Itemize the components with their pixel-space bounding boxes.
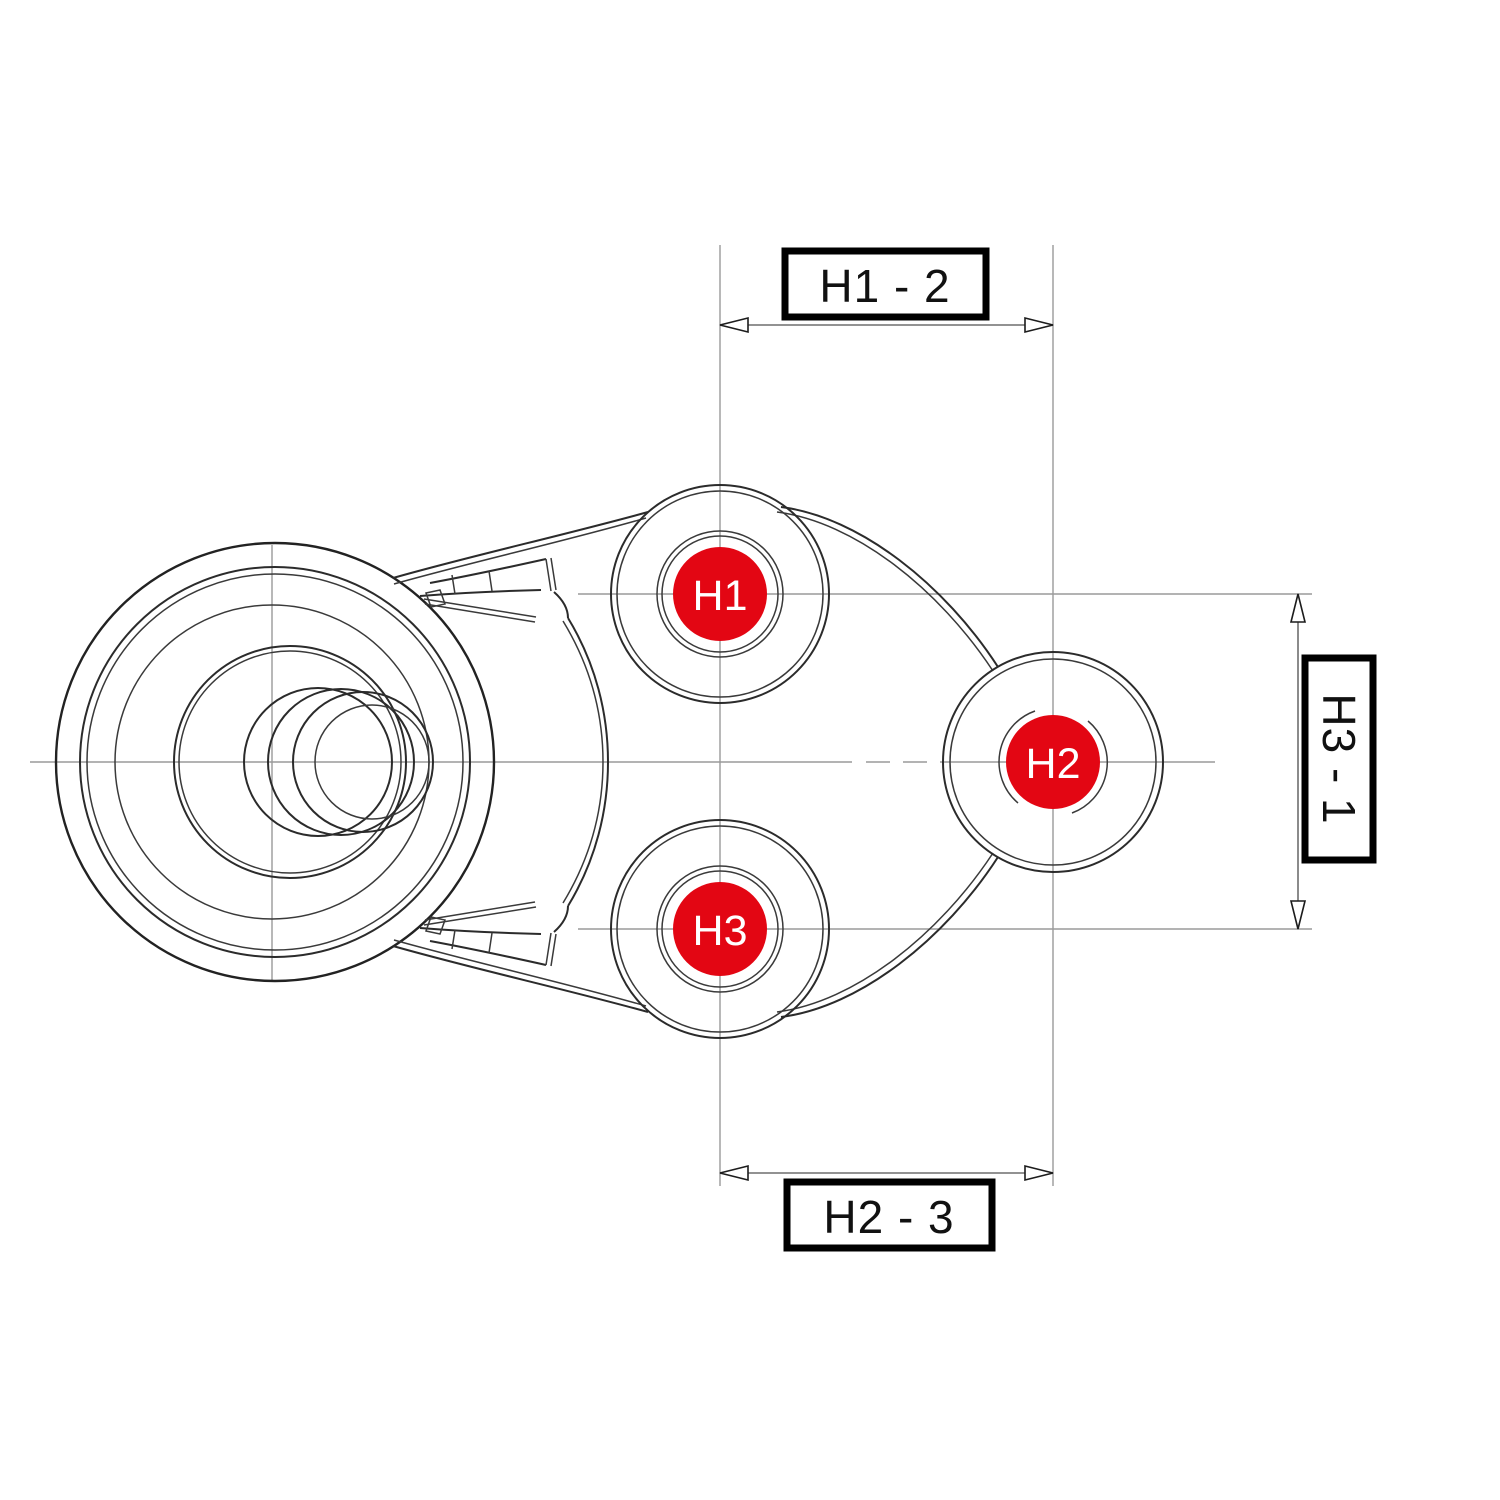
hole-marker-h2: H2 xyxy=(1006,715,1100,809)
dim-label-right: H3 - 1 xyxy=(1313,693,1365,824)
dim-label-bottom: H2 - 3 xyxy=(823,1191,954,1243)
dim-arrow-top-left xyxy=(719,316,749,334)
bottom-clamp-band-segments xyxy=(451,929,493,954)
housing-seat-ring-inner xyxy=(178,650,402,874)
stud-circle-2 xyxy=(267,688,415,836)
dim-arrow-bottom-left xyxy=(719,1164,749,1182)
plate-bottom-edge-inner xyxy=(776,852,994,1013)
plate-left-concave-edge-inner xyxy=(562,620,604,904)
centerlines xyxy=(30,245,1312,1186)
hole-marker-h3-circle xyxy=(673,882,767,976)
hole-marker-h1: H1 xyxy=(673,547,767,641)
housing-ring-inner xyxy=(86,573,464,951)
hole-marker-h1-circle xyxy=(673,547,767,641)
bottom-clamp-diagonal-edge xyxy=(423,901,537,926)
neck-top-silhouette-inner xyxy=(393,517,647,585)
dim-box-bottom xyxy=(783,1178,996,1252)
top-clamp-band-segments xyxy=(451,570,493,595)
hole-h1-ring-inner xyxy=(661,535,779,653)
hole-h1-ring-outer xyxy=(656,530,784,658)
top-clamp-junction xyxy=(425,589,446,608)
dim-arrow-right-up xyxy=(1289,593,1307,623)
bottom-hook-curve xyxy=(553,905,569,933)
flange-plate xyxy=(562,484,1164,1039)
bottom-clamp-band-end-cap xyxy=(545,932,557,967)
plate-top-edge-inner xyxy=(776,511,994,672)
top-clamp-band-lower-edge xyxy=(419,589,542,597)
neck-and-clamps xyxy=(392,511,649,1013)
neck-bottom-silhouette-inner xyxy=(393,939,647,1007)
stud-circle-3 xyxy=(292,691,434,833)
stud-circle-1 xyxy=(243,687,393,837)
housing-seat-ring-outer xyxy=(173,645,407,879)
housing xyxy=(54,541,496,983)
hole-marker-h2-label: H2 xyxy=(1026,740,1081,788)
hole-h3-ring-inner xyxy=(661,870,779,988)
dim-box-top xyxy=(781,247,990,321)
dim-label-top: H1 - 2 xyxy=(819,260,950,312)
housing-ring-outer xyxy=(79,566,471,958)
housing-outer-circle xyxy=(54,541,496,983)
dimensions: H1 - 2 H3 - 1 H2 - 3 xyxy=(719,247,1377,1252)
plate-top-edge xyxy=(780,506,999,668)
neck-bottom-silhouette xyxy=(392,945,649,1013)
boss-h1-inner-circle xyxy=(616,490,824,698)
hole-marker-h3-label: H3 xyxy=(693,907,748,955)
hole-marker-h1-label: H1 xyxy=(693,572,748,620)
dim-arrow-right-down xyxy=(1289,900,1307,930)
boss-h2-outer-circle xyxy=(942,651,1164,873)
neck-top-silhouette xyxy=(392,511,649,579)
dim-arrow-top-right xyxy=(1024,316,1054,334)
dim-arrow-bottom-right xyxy=(1024,1164,1054,1182)
stud-tip-circle xyxy=(314,704,430,820)
hole-marker-h3: H3 xyxy=(673,882,767,976)
plate-bottom-edge xyxy=(780,856,999,1018)
bottom-clamp-junction xyxy=(425,916,446,935)
hole-markers: H1 H2 H3 xyxy=(673,547,1100,976)
top-clamp-band-end-cap xyxy=(545,557,557,592)
boss-h2-inner-circle xyxy=(949,658,1157,866)
hole-h2-ring-arcs xyxy=(998,710,1109,814)
top-hook-curve xyxy=(553,591,569,619)
hole-marker-h2-circle xyxy=(1006,715,1100,809)
boss-h3-outer-circle xyxy=(610,819,830,1039)
boss-h3-inner-circle xyxy=(616,825,824,1033)
plate-left-concave-edge xyxy=(567,617,610,907)
bottom-clamp-band-lower-edge xyxy=(419,927,542,935)
top-clamp-diagonal-edge xyxy=(423,598,537,623)
boss-h1-outer-circle xyxy=(610,484,830,704)
hole-h3-ring-outer xyxy=(656,865,784,993)
dim-box-right xyxy=(1301,654,1377,864)
